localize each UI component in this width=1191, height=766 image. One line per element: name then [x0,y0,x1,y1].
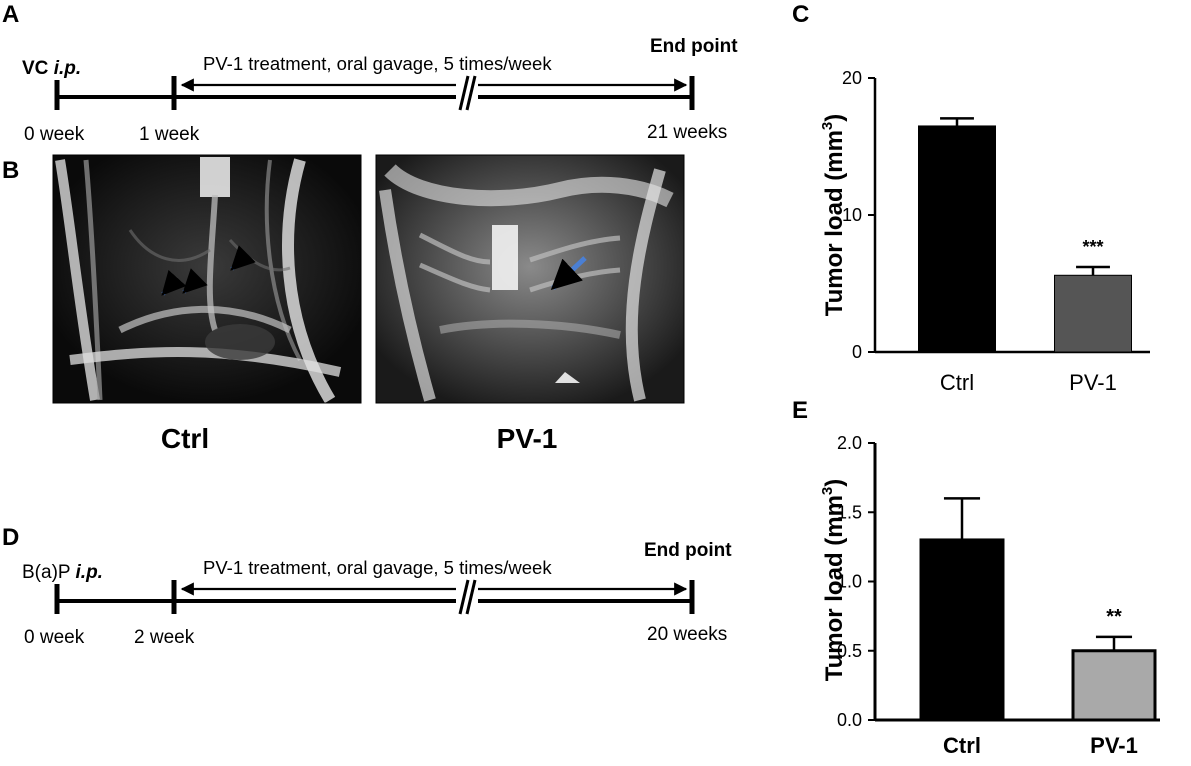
timeline-d-break-icon [456,579,478,615]
y-axis-label-text: Tumor load (mm [821,130,848,316]
y-tick-label: 0 [852,342,862,362]
bar-pv-1 [1054,274,1132,353]
panel-label-e: E [792,397,808,424]
timeline-a-route: i.p. [54,58,81,79]
mri-ctrl-image [52,154,362,404]
timeline-a-tick-label-end: 21 weeks [647,122,727,143]
timeline-d-route: i.p. [76,562,103,583]
x-category-label: PV-1 [1069,370,1117,395]
lesion-arrow-icon [182,268,208,294]
y-tick-label: 1.0 [837,572,862,592]
mri-pv1-caption: PV-1 [497,423,558,454]
y-axis-label-close: ) [821,479,848,487]
significance-marker: *** [1082,237,1103,257]
timeline-a-agent: VC i.p. [22,58,81,79]
timeline-a-agent-name: VC [22,58,49,79]
panel-label-a: A [2,1,19,28]
bar-ctrl [918,125,996,353]
timeline-d-agent: B(a)P i.p. [22,562,103,583]
timeline-a-break-icon [456,75,478,111]
timeline-d-end-label: End point [644,540,732,561]
panel-label-c: C [792,1,809,28]
mri-pv1-image [375,154,685,404]
y-tick-label: 0.5 [837,641,862,661]
bar-ctrl [919,538,1005,722]
panel-label-b: B [2,157,19,184]
timeline-a-treatment: PV-1 treatment, oral gavage, 5 times/wee… [203,53,552,74]
timeline-d-agent-name: B(a)P [22,562,70,583]
y-tick-label: 1.5 [837,502,862,522]
timeline-d-tick-label-treatment: 2 week [134,627,195,648]
lesion-arrow-icon [230,245,256,271]
mri-ctrl-lesion-arrows [161,245,256,296]
y-tick-label: 0.0 [837,710,862,730]
x-category-label: Ctrl [940,370,974,395]
x-category-label: PV-1 [1090,733,1138,758]
y-tick-label: 20 [842,68,862,88]
timeline-d: B(a)P i.p. PV-1 treatment, oral gavage, … [22,540,732,648]
timeline-d-tick-label-start: 0 week [24,627,85,648]
y-axis-label-superscript: 3 [819,122,836,130]
timeline-a-end-label: End point [650,36,738,57]
panel-label-d: D [2,524,19,551]
bar-pv-1 [1071,649,1157,722]
mri-ctrl-caption: Ctrl [161,423,209,454]
timeline-a-tick-label-start: 0 week [24,124,85,145]
timeline-d-tick-label-end: 20 weeks [647,624,727,645]
mri-pv1-lesion-arrow-icon [550,256,587,291]
timeline-d-treatment: PV-1 treatment, oral gavage, 5 times/wee… [203,557,552,578]
y-axis-label-close: ) [821,114,848,122]
lesion-arrow-icon [161,269,187,296]
y-tick-label: 2.0 [837,433,862,453]
timeline-a: VC i.p. PV-1 treatment, oral gavage, 5 t… [22,36,738,145]
y-axis-label-superscript: 3 [819,487,836,495]
significance-marker: ** [1106,606,1122,628]
y-axis-label-text: Tumor load (mm [821,495,848,681]
y-tick-label: 10 [842,205,862,225]
x-category-label: Ctrl [943,733,981,758]
timeline-a-tick-label-treatment: 1 week [139,124,200,145]
y-axis-label: Tumor load (mm3) [819,479,848,682]
y-axis-label: Tumor load (mm3) [819,114,848,317]
